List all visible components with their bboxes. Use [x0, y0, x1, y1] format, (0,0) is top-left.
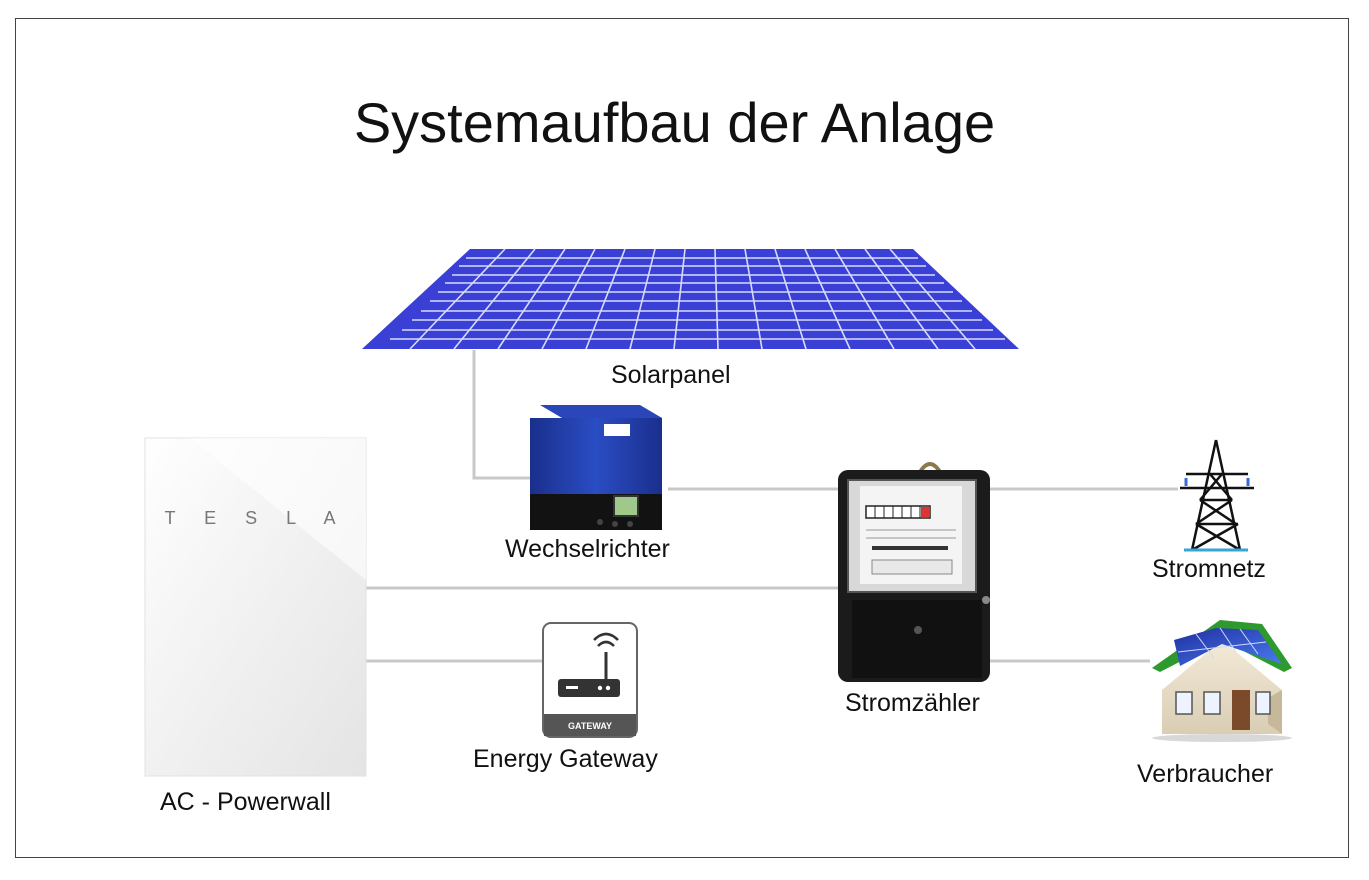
label-gateway: Energy Gateway: [473, 745, 658, 773]
connection-lines: [366, 350, 1178, 663]
gateway-badge-text: GATEWAY: [568, 721, 612, 731]
label-powerwall: AC - Powerwall: [160, 788, 331, 816]
page-title: Systemaufbau der Anlage: [353, 91, 996, 154]
line-panel-inverter: [472, 350, 530, 480]
electricity-meter-icon: [838, 462, 990, 682]
label-meter: Stromzähler: [845, 689, 980, 717]
gateway-icon: GATEWAY: [542, 622, 638, 738]
diagram-frame: [15, 18, 1349, 858]
powerwall-brand-text: T E S L A: [164, 508, 347, 528]
house-icon: [1152, 620, 1292, 742]
label-inverter: Wechselrichter: [505, 535, 670, 563]
powerwall-icon: T E S L A: [144, 437, 367, 777]
power-pylon-icon: [1180, 439, 1254, 552]
inverter-icon: [530, 405, 662, 530]
label-consumer: Verbraucher: [1137, 760, 1274, 788]
solar-panel-icon: [362, 248, 1019, 350]
label-grid: Stromnetz: [1152, 555, 1266, 583]
label-solarpanel: Solarpanel: [611, 361, 731, 389]
